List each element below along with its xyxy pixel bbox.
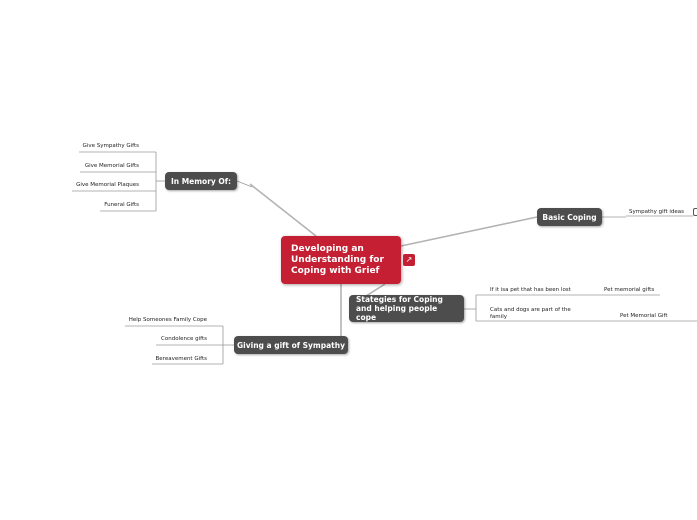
leaf-give-memorial-gifts[interactable]: Give Memorial Gifts [84, 163, 139, 169]
leaf-sympathy-gift-ideas[interactable]: Sympathy gift ideas [629, 209, 685, 215]
external-link-icon[interactable]: ↗ [403, 254, 415, 266]
link-root-in-memory [249, 183, 317, 237]
leaf-condolence-gifts[interactable]: Condolence gifts [161, 336, 207, 342]
topic-strategies-for-coping[interactable]: Stategies for Coping and helping people … [349, 295, 464, 322]
leaf-pet-lost[interactable]: If it isa pet that has been lost [490, 287, 571, 293]
leaf-funeral-gifts[interactable]: Funeral Gifts [104, 202, 139, 208]
leaf-help-family-cope[interactable]: Help Someones Family Cope [128, 317, 207, 323]
leaf-cats-dogs-family[interactable]: Cats and dogs are part of the family [490, 307, 571, 320]
link-root-basic-coping [400, 216, 538, 247]
topic-basic-coping[interactable]: Basic Coping [537, 208, 602, 226]
leaf-bereavement-gifts[interactable]: Bereavement Gifts [155, 356, 207, 362]
leaf-pet-memorial-gift[interactable]: Pet Memorial Gift [620, 313, 668, 319]
leaf-give-sympathy-gifts[interactable]: Give Sympathy Gifts [82, 143, 139, 149]
topic-in-memory-of[interactable]: In Memory Of: [165, 172, 237, 190]
topic-giving-gift-of-sympathy[interactable]: Giving a gift of Sympathy [234, 336, 348, 354]
leaf-give-memorial-plaques[interactable]: Give Memorial Plaques [76, 182, 139, 188]
collapsed-child-indicator[interactable] [693, 208, 697, 216]
leaf-pet-memorial-gifts[interactable]: Pet memorial gifts [604, 287, 655, 293]
central-topic[interactable]: Developing an Understanding for Coping w… [281, 236, 401, 284]
